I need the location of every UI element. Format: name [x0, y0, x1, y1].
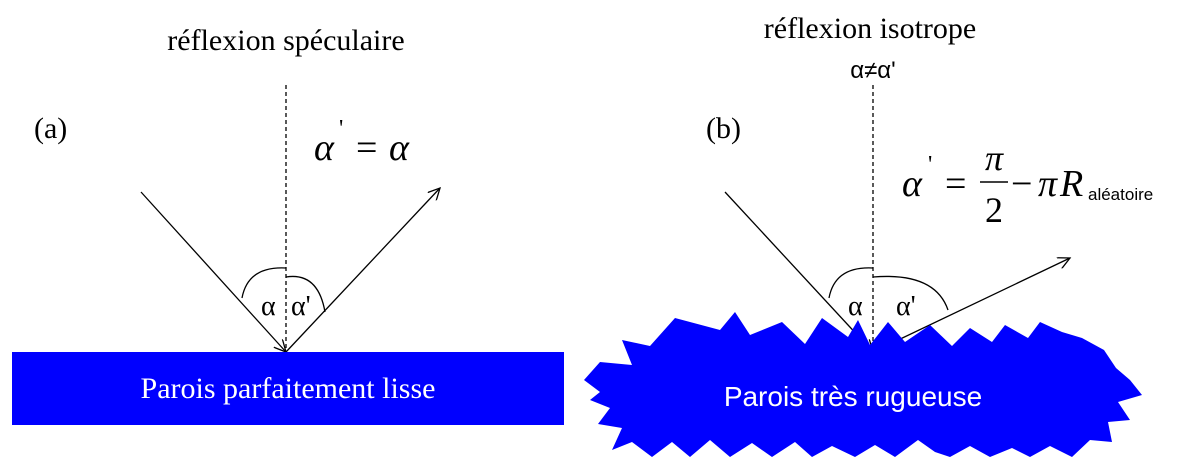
panel-b-equation-subscript: aléatoire	[1088, 185, 1153, 204]
panel-b-equation-lhs: α	[902, 163, 923, 205]
panel-a-equation-lhs: α	[314, 127, 335, 169]
panel-b-equation-R: R	[1059, 163, 1083, 205]
panel-a-reflected-ray	[285, 188, 440, 353]
panel-b-angle-in-label: α	[848, 291, 863, 322]
panel-b: réflexion isotrope α≠α' (b) α ' = π 2 − …	[584, 12, 1153, 457]
panel-b-rough-wall	[584, 312, 1142, 457]
panel-a-incident-ray	[140, 191, 286, 352]
panel-b-incident-ray	[724, 191, 873, 352]
panel-a-title: réflexion spéculaire	[167, 24, 404, 57]
panel-b-equation-prime: '	[928, 152, 932, 178]
panel-b-equation-sign: =	[945, 163, 966, 205]
panel-b-angle-arc-in	[828, 267, 874, 299]
panel-a-angle-arc-in	[241, 267, 287, 299]
panel-a-equation-prime: '	[339, 116, 343, 142]
panel-a-equation-sign: =	[356, 127, 377, 169]
panel-b-equation-numerator: π	[985, 138, 1004, 178]
panel-a-angle-out-label: α'	[291, 291, 311, 322]
panel-b-equation-minus: −	[1011, 163, 1032, 205]
panel-b-letter: (b)	[706, 112, 741, 145]
panel-b-reflected-ray	[872, 258, 1070, 353]
panel-a: réflexion spéculaire (a) α ' = α α α' Pa…	[12, 24, 564, 425]
panel-a-smooth-wall	[12, 352, 564, 425]
panel-b-wall-label: Parois très rugueuse	[724, 381, 982, 412]
panel-a-wall-label: Parois parfaitement lisse	[141, 372, 436, 405]
panel-b-angle-arc-out	[872, 275, 949, 311]
panel-b-subtitle: α≠α'	[850, 57, 896, 84]
panel-b-title: réflexion isotrope	[764, 12, 976, 45]
panel-a-angle-in-label: α	[261, 291, 276, 322]
panel-b-equation-denominator: 2	[985, 190, 1003, 230]
panel-a-equation-rhs: α	[389, 127, 410, 169]
panel-b-equation-pi: π	[1038, 163, 1058, 205]
panel-b-angle-out-label: α'	[896, 291, 916, 322]
panel-a-letter: (a)	[34, 112, 67, 145]
panel-a-angle-arc-out	[285, 275, 326, 313]
